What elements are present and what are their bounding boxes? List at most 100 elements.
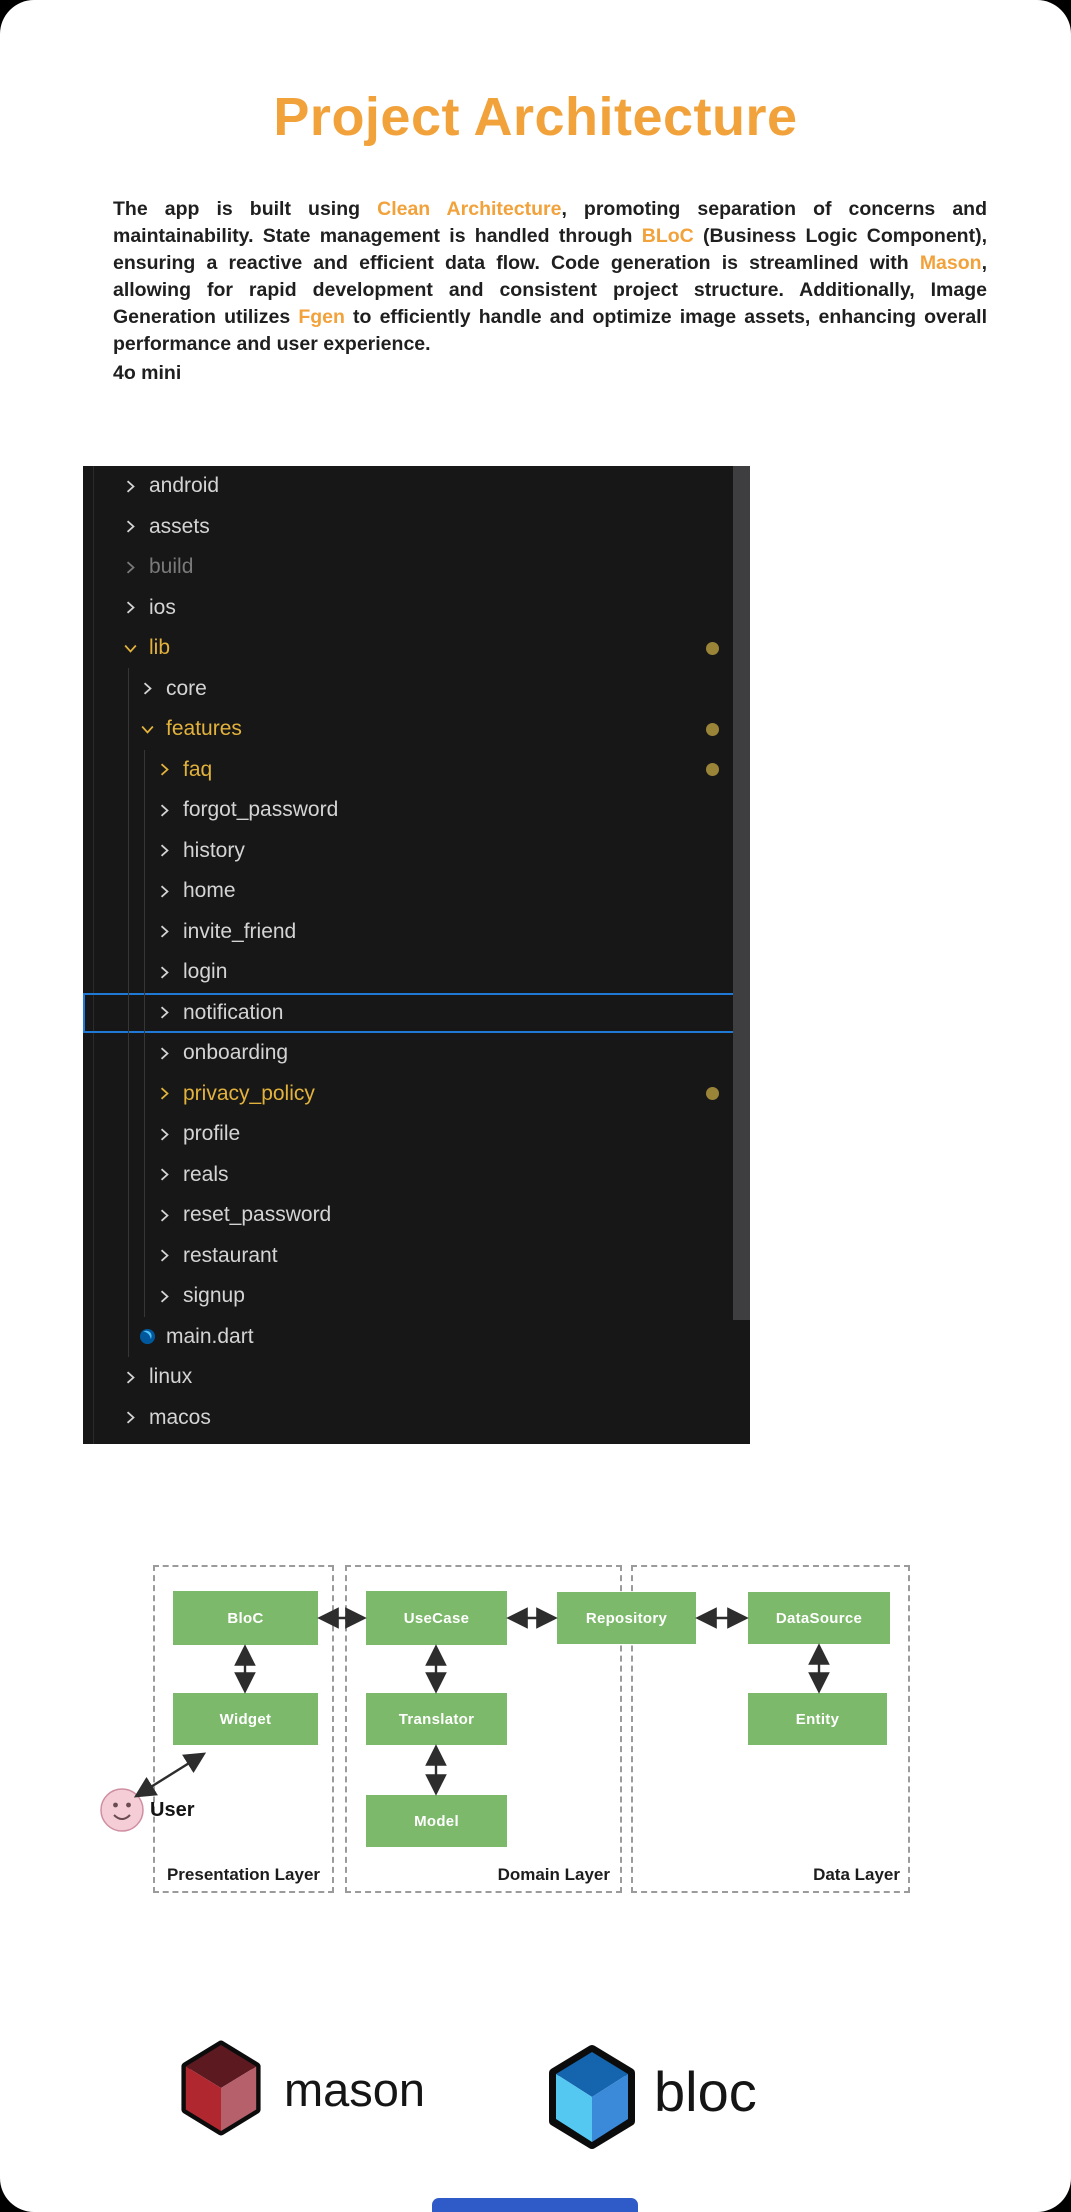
tree-item-label: faq [183, 757, 213, 781]
panel-edge-line [93, 466, 94, 1444]
tree-item-reals[interactable]: reals [83, 1155, 735, 1196]
tree-item-label: forgot_password [183, 798, 339, 822]
chevron-down-icon [138, 720, 157, 739]
tree-item-android[interactable]: android [83, 466, 735, 507]
tree-item-label: core [166, 676, 207, 700]
tree-item-core[interactable]: core [83, 669, 735, 710]
entity-box: Entity [748, 1693, 887, 1745]
mason-logo-icon [181, 2040, 261, 2136]
user-label: User [150, 1799, 195, 1821]
architecture-diagram: Presentation Layer Domain Layer Data Lay… [100, 1556, 920, 1906]
chevron-right-icon [121, 517, 140, 536]
intro-text-segment: The app is built using [113, 198, 378, 220]
chevron-right-icon [155, 882, 174, 901]
tree-item-label: notification [183, 1000, 284, 1024]
modified-dot [706, 1087, 719, 1101]
tree-item-assets[interactable]: assets [83, 507, 735, 548]
intro-paragraph: The app is built using Clean Architectur… [113, 196, 987, 358]
tree-item-label: android [149, 474, 220, 498]
tree-item-privacy-policy[interactable]: privacy_policy [83, 1074, 735, 1115]
tree-item-invite-friend[interactable]: invite_friend [83, 912, 735, 953]
presentation-layer-label: Presentation Layer [166, 1865, 321, 1884]
tree-item-notification[interactable]: notification [83, 993, 735, 1034]
bloc-logo-text: bloc [654, 2060, 757, 2123]
presentation-layer-box: Presentation Layer [153, 1565, 334, 1893]
tree-rows: android assets build ios lib core features faq f… [83, 466, 750, 1438]
tree-item-label: history [183, 838, 245, 862]
highlight-term: Fgen [298, 306, 345, 328]
data-layer-label: Data Layer [813, 1865, 900, 1884]
intro-text-segment: to efficiently handle and optimize image… [113, 306, 987, 355]
chevron-right-icon [155, 1206, 174, 1225]
tree-item-ios[interactable]: ios [83, 588, 735, 629]
tree-item-label: build [149, 555, 194, 579]
tree-item-profile[interactable]: profile [83, 1114, 735, 1155]
tree-item-features[interactable]: features [83, 709, 735, 750]
tree-item-onboarding[interactable]: onboarding [83, 1033, 735, 1074]
page-title: Project Architecture [273, 87, 798, 147]
intro-text-segment: , allowing for rapid development and con… [113, 252, 987, 328]
tree-item-label: home [183, 879, 236, 903]
tree-item-linux[interactable]: linux [83, 1357, 735, 1398]
tree-item-login[interactable]: login [83, 952, 735, 993]
model-label: 4o mini [113, 362, 182, 384]
tree-item-label: onboarding [183, 1041, 289, 1065]
domain-layer-label: Domain Layer [497, 1865, 610, 1884]
tree-item-lib[interactable]: lib [83, 628, 735, 669]
user-smiley-icon [100, 1788, 144, 1832]
usecase-box: UseCase [366, 1591, 507, 1645]
mason-logo-text: mason [284, 2063, 426, 2116]
indent-guide-lib [128, 668, 129, 1357]
translator-box: Translator [366, 1693, 507, 1745]
highlight-term: Clean Architecture [377, 198, 562, 220]
highlight-term: Mason [919, 252, 982, 274]
chevron-right-icon [138, 679, 157, 698]
bloc-box: BloC [173, 1591, 318, 1645]
tree-item-restaurant[interactable]: restaurant [83, 1236, 735, 1277]
chevron-right-icon [155, 1084, 174, 1103]
chevron-right-icon [155, 963, 174, 982]
tree-item-build[interactable]: build [83, 547, 735, 588]
highlight-term: BLoC [641, 225, 694, 247]
cropped-blue-bar [432, 2198, 638, 2212]
tree-item-label: features [166, 717, 242, 741]
tree-item-forgot-password[interactable]: forgot_password [83, 790, 735, 831]
tree-item-label: profile [183, 1122, 241, 1146]
vscode-file-explorer: android assets build ios lib core features faq f… [83, 466, 750, 1444]
tree-item-signup[interactable]: signup [83, 1276, 735, 1317]
tree-item-macos[interactable]: macos [83, 1398, 735, 1439]
scrollbar-thumb[interactable] [733, 466, 750, 1320]
chevron-right-icon [155, 1246, 174, 1265]
tree-item-label: main.dart [166, 1324, 254, 1348]
chevron-right-icon [121, 558, 140, 577]
widget-box: Widget [173, 1693, 318, 1745]
chevron-right-icon [155, 841, 174, 860]
model-box: Model [366, 1795, 507, 1847]
tree-item-history[interactable]: history [83, 831, 735, 872]
chevron-right-icon [121, 1408, 140, 1427]
bloc-logo-icon [549, 2045, 635, 2149]
tree-item-label: assets [149, 514, 210, 538]
tree-item-home[interactable]: home [83, 871, 735, 912]
data-layer-box: Data Layer [631, 1565, 910, 1893]
chevron-right-icon [155, 1287, 174, 1306]
intro-text-segment: , promoting separation of concerns and m… [113, 198, 987, 247]
chevron-right-icon [155, 1125, 174, 1144]
tree-item-label: linux [149, 1365, 193, 1389]
tree-item-label: login [183, 960, 228, 984]
tree-item-label: invite_friend [183, 919, 297, 943]
chevron-right-icon [155, 1044, 174, 1063]
intro-text-segment: (Business Logic Component), ensuring a r… [113, 225, 987, 274]
domain-layer-box: Domain Layer [345, 1565, 622, 1893]
tree-item-label: lib [149, 636, 171, 660]
repository-box: Repository [557, 1592, 696, 1644]
datasource-box: DataSource [748, 1592, 890, 1644]
tree-item-faq[interactable]: faq [83, 750, 735, 791]
tree-item-label: reals [183, 1162, 229, 1186]
tree-item-reset-password[interactable]: reset_password [83, 1195, 735, 1236]
tree-item-main-dart[interactable]: main.dart [83, 1317, 735, 1358]
tree-item-label: reset_password [183, 1203, 332, 1227]
chevron-right-icon [155, 922, 174, 941]
chevron-right-icon [155, 1003, 174, 1022]
